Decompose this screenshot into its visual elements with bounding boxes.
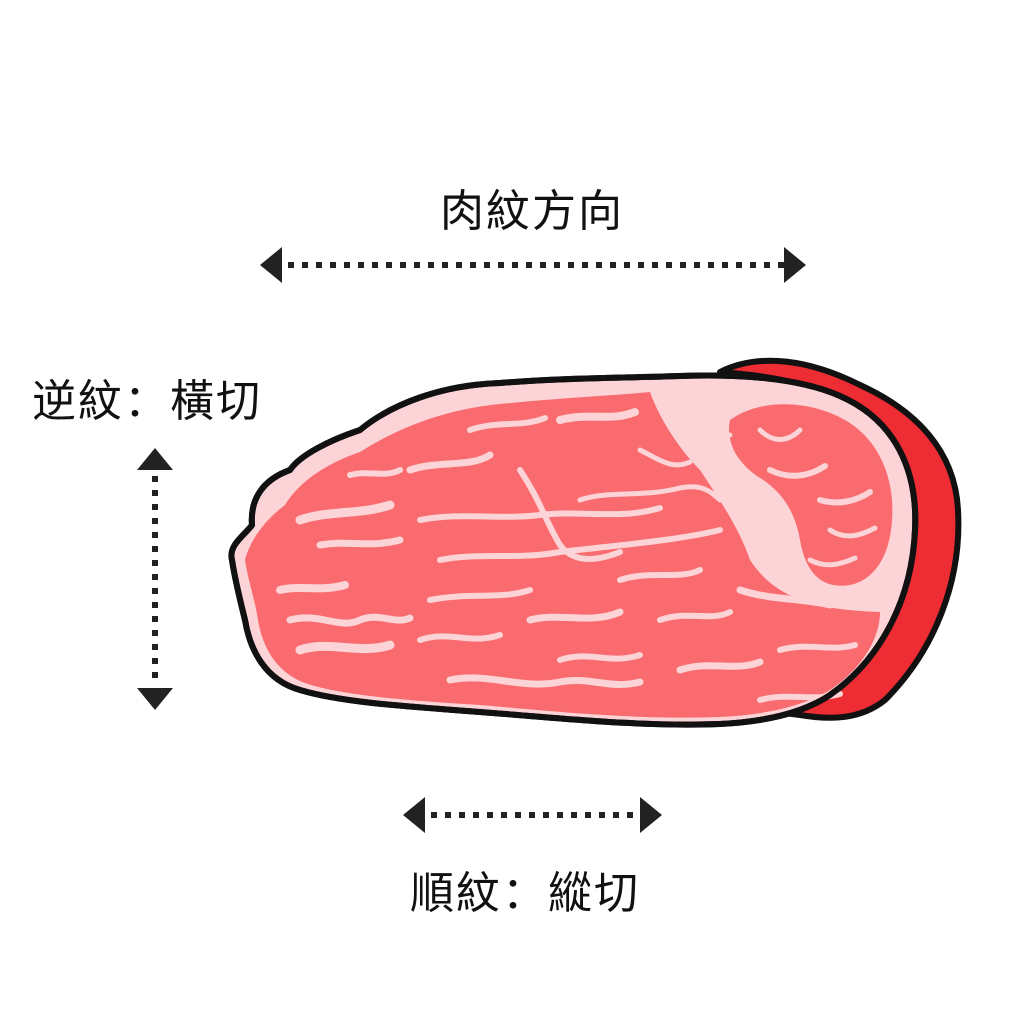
- with-grain-label: 順紋：縱切: [410, 868, 640, 919]
- arrow-head-down: [137, 688, 173, 710]
- meat-lean: [245, 392, 880, 718]
- arrow-head-right: [640, 797, 662, 833]
- meat-outline: [228, 372, 919, 728]
- arrow-head-right: [784, 247, 806, 283]
- meat-slice-illustration: [228, 357, 962, 728]
- arrow-head-up: [137, 448, 173, 470]
- meat-lean-eye: [729, 404, 893, 586]
- grain-direction-arrow: [260, 247, 806, 283]
- arrow-head-left: [260, 247, 282, 283]
- with-grain-arrow: [403, 797, 662, 833]
- marbling: [276, 408, 878, 703]
- against-grain-label: 逆紋：橫切: [32, 376, 262, 427]
- against-grain-arrow: [137, 448, 173, 710]
- grain-direction-label: 肉紋方向: [440, 186, 624, 237]
- arrow-head-left: [403, 797, 425, 833]
